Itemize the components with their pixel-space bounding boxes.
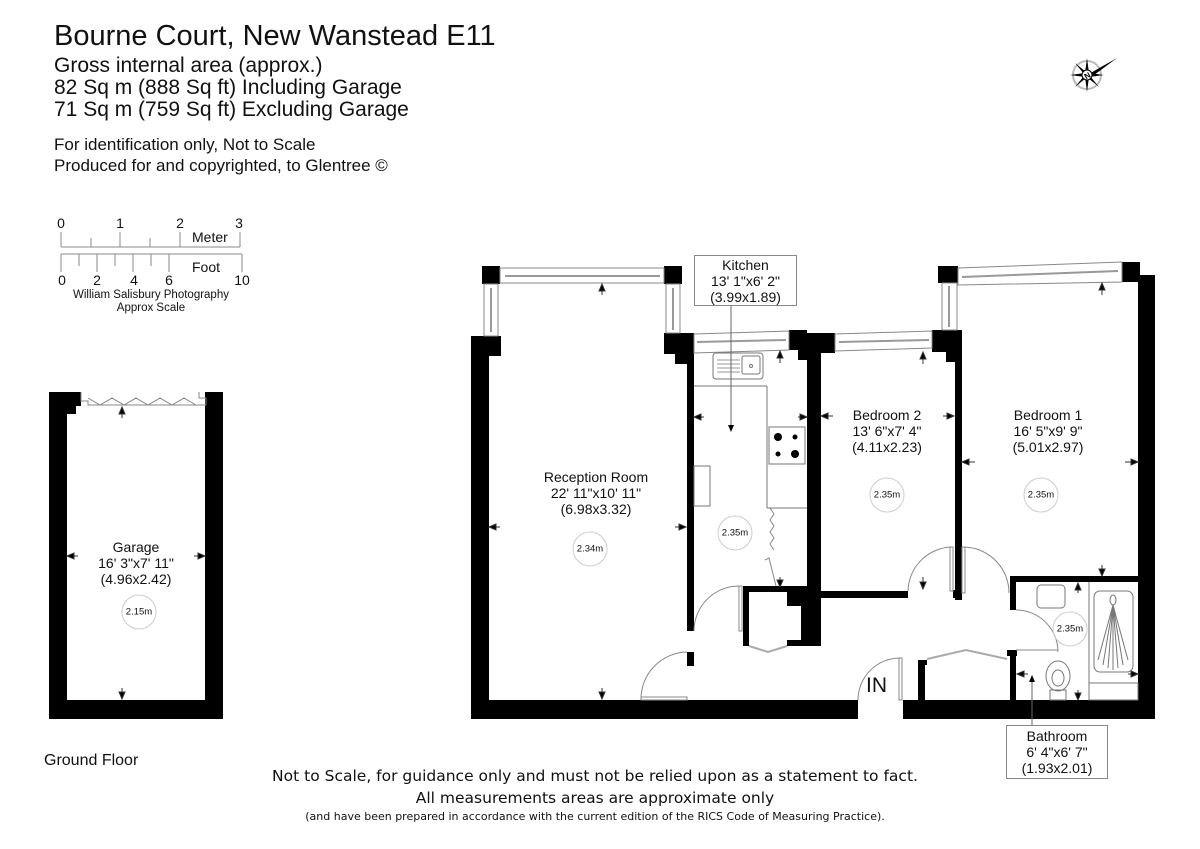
room-bathroom: Bathroom 6' 4"x6' 7" (1.93x2.01) — [1006, 725, 1108, 779]
room-dimensions-imperial: 16' 3"x7' 11" — [98, 555, 174, 571]
garage-walls — [49, 392, 223, 719]
disclaimer-line-2: All measurements areas are approximate o… — [415, 789, 775, 807]
room-dimensions-metric: (6.98x3.32) — [560, 501, 632, 517]
garage-height-circle — [121, 594, 157, 630]
garage-door — [80, 392, 207, 406]
room-name: Reception Room — [543, 469, 649, 485]
hob-icon — [774, 433, 799, 458]
ceiling-height: 2.35m — [873, 489, 901, 501]
area-excluding-garage: 71 Sq m (759 Sq ft) Excluding Garage — [54, 98, 409, 121]
doors — [640, 507, 1059, 701]
meter-unit-label: Meter — [192, 229, 228, 245]
room-dimensions-imperial: 13' 1"x6' 2" — [711, 273, 780, 289]
room-dimensions-metric: (4.96x2.42) — [100, 571, 172, 587]
foot-unit-label: Foot — [192, 259, 221, 275]
ceiling-height: 2.34m — [576, 543, 604, 555]
svg-text:N: N — [1083, 70, 1093, 81]
toilet-icon — [1045, 660, 1071, 692]
disclaimer-line-1: Not to Scale, for guidance only and must… — [272, 767, 918, 785]
scale-bar-lines — [60, 232, 243, 272]
entrance-label: IN — [866, 674, 887, 697]
flat-walls — [471, 262, 1155, 719]
kitchen-fixtures — [693, 352, 807, 509]
room-dimensions-metric: (3.99x1.89) — [710, 289, 781, 305]
floor-label: Ground Floor — [44, 752, 139, 769]
disclaimer-line-3: (and have been prepared in accordance wi… — [305, 810, 885, 823]
room-name: Kitchen — [722, 257, 769, 273]
room-dimensions-imperial: 16' 5"x9' 9" — [1013, 423, 1083, 439]
room-dimensions-metric: (5.01x2.97) — [1012, 439, 1084, 455]
area-including-garage: 82 Sq m (888 Sq ft) Including Garage — [54, 76, 402, 99]
room-name: Bedroom 1 — [1013, 407, 1083, 423]
room-dimensions-metric: (4.11x2.23) — [852, 439, 922, 455]
bathroom-fixtures — [1036, 582, 1139, 701]
scale-credit: William Salisbury Photography — [73, 289, 229, 301]
room-garage: Garage 16' 3"x7' 11" (4.96x2.42) — [98, 539, 174, 587]
area-heading: Gross internal area (approx.) — [54, 54, 323, 77]
copyright-note: Produced for and copyrighted, to Glentre… — [54, 156, 388, 175]
basin-icon — [1036, 584, 1066, 609]
property-title: Bourne Court, New Wanstead E11 — [54, 20, 496, 52]
room-name: Bedroom 2 — [852, 407, 922, 423]
measurement-arrows — [65, 281, 1140, 702]
room-dimensions-imperial: 13' 6"x7' 4" — [852, 423, 922, 439]
height-circles — [572, 477, 1088, 647]
room-name: Bathroom — [1026, 728, 1088, 744]
room-kitchen: Kitchen 13' 1"x6' 2" (3.99x1.89) — [694, 255, 797, 306]
scale-caption: Approx Scale — [116, 302, 186, 314]
room-dimensions-metric: (1.93x2.01) — [1021, 760, 1093, 776]
room-name: Garage — [112, 539, 160, 555]
room-bedroom-2: Bedroom 2 13' 6"x7' 4" (4.11x2.23) — [852, 407, 922, 455]
room-bedroom-1: Bedroom 1 16' 5"x9' 9" (5.01x2.97) — [1013, 407, 1084, 455]
room-dimensions-imperial: 22' 11"x10' 11" — [550, 485, 642, 501]
room-reception: Reception Room 22' 11"x10' 11" (6.98x3.3… — [544, 469, 648, 517]
identification-note: For identification only, Not to Scale — [54, 135, 316, 154]
room-dimensions-imperial: 6' 4"x6' 7" — [1026, 744, 1088, 760]
bath-icon — [1093, 590, 1134, 673]
ceiling-height: 2.35m — [1027, 489, 1055, 501]
north-compass-icon: N — [1070, 58, 1117, 92]
ceiling-height: 2.35m — [1056, 623, 1084, 635]
windows — [483, 261, 1123, 354]
ceiling-height: 2.15m — [125, 606, 153, 618]
ceiling-height: 2.35m — [721, 527, 749, 539]
